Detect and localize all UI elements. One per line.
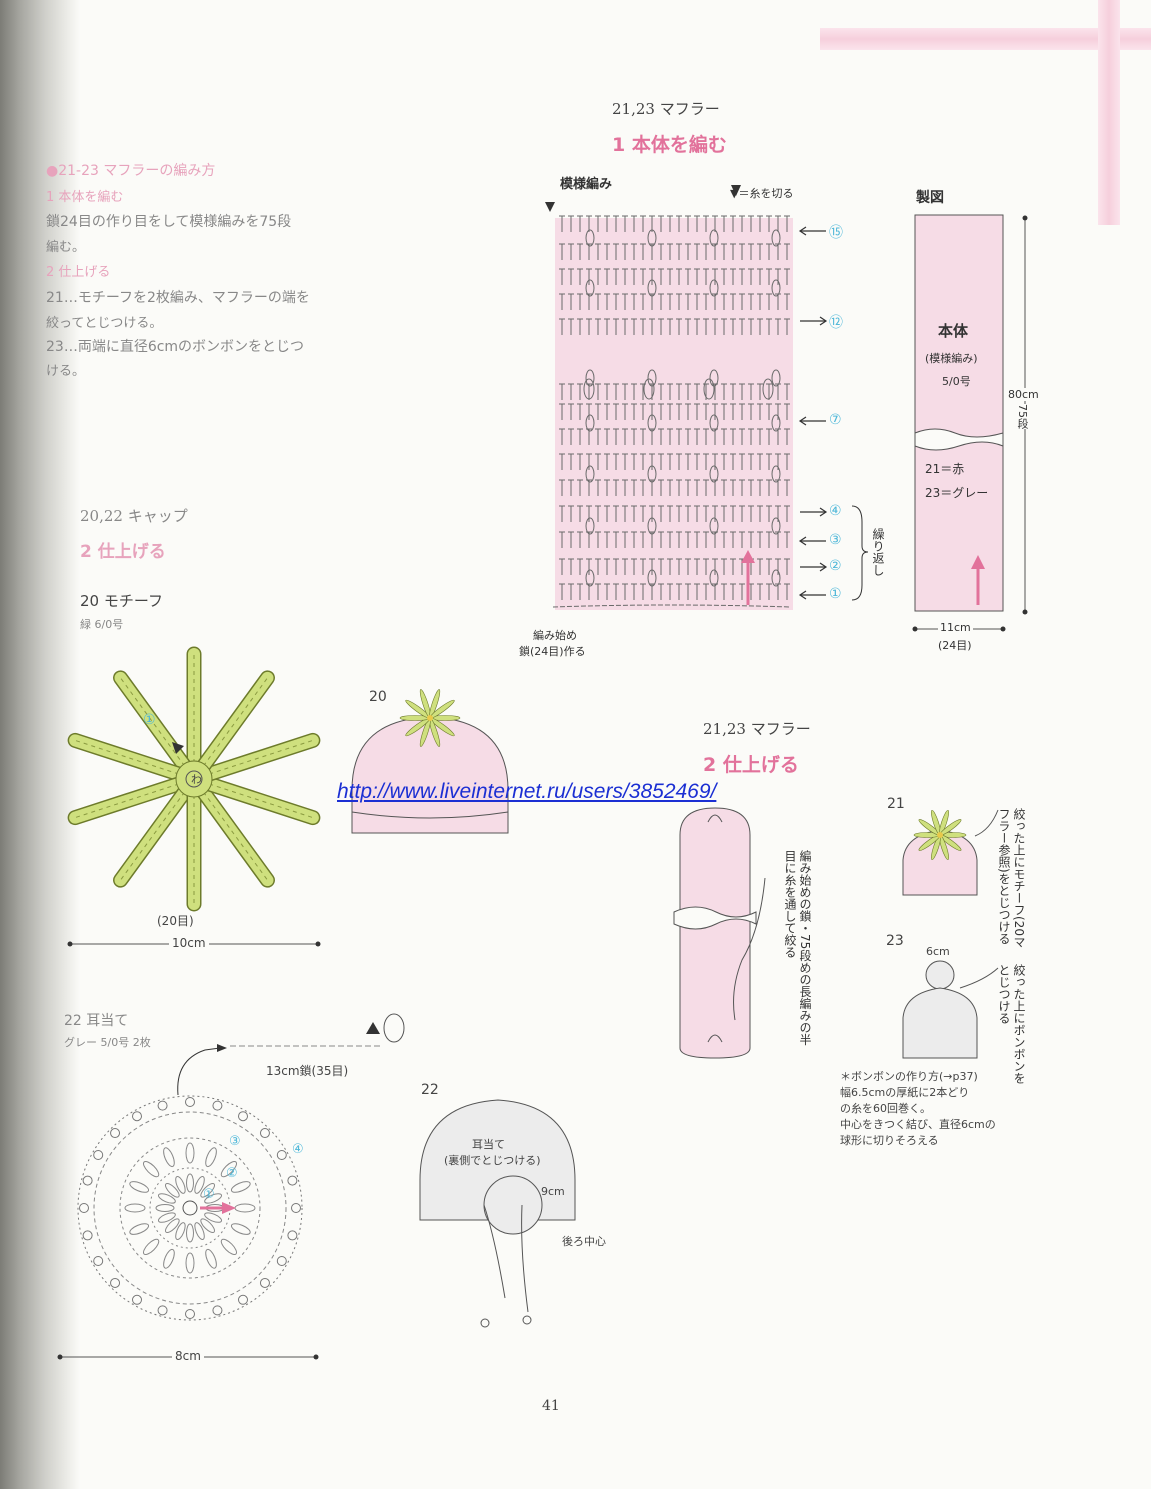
book-spine-shadow (0, 0, 80, 1489)
schematic-body-label: 本体 (938, 322, 969, 340)
cut-yarn-legend: ▼＝糸を切る (730, 187, 794, 200)
item-23-label: 23 (886, 933, 904, 949)
chart-row-72: ⑫ (829, 315, 843, 331)
schematic-rows: 75段 (1016, 404, 1029, 429)
item-21-note: 絞った上にモチーフ(20マフラー参照)をとじつける (997, 808, 1026, 948)
earflap-22-chart (57, 1013, 405, 1360)
motif-flower (67, 646, 321, 912)
muffler2-step-title: 2 仕上げる (703, 754, 799, 776)
cap22-back-center: 後ろ中心 (562, 1235, 606, 1248)
tube-note: 編み始めの鎖・75段めの長編みの半目に糸を通して絞る (783, 850, 812, 1046)
earflap-row-3: ③ (229, 1134, 241, 1149)
schematic-color-21: 21＝赤 (925, 462, 965, 476)
chart-row-7: ⑦ (829, 412, 842, 428)
instr-heading: ●21-23 マフラーの編み方 (46, 163, 216, 179)
muffler-21-end (902, 809, 999, 896)
motif-yarn: 緑 6/0号 (80, 618, 124, 631)
chart-row-3: ③ (829, 532, 842, 548)
schematic-width-stitches: (24目) (938, 639, 972, 652)
motif-title: 20 モチーフ (80, 592, 163, 610)
repeat-label: 繰り返し (871, 528, 885, 576)
motif-width: 10cm (169, 936, 209, 950)
instr-step2-text-1: 21…モチーフを2枚編み、マフラーの端を (46, 290, 310, 306)
cap20-label: 20 (369, 689, 387, 705)
instr-step2-text-2: 絞ってとじつける。 (46, 316, 163, 331)
cap-20-drawing (351, 689, 509, 834)
muffler1-step-title: 1 本体を編む (612, 134, 727, 156)
schematic-width: 11cm (938, 621, 973, 634)
muffler1-model-label: 21,23 マフラー (612, 100, 720, 118)
muffler-23-end (902, 960, 999, 1059)
cap22-note-2: (裏側でとじつける) (444, 1154, 541, 1167)
schematic-color-23: 23＝グレー (925, 486, 989, 500)
item-23-note: 絞った上にボンボンをとじつける (997, 964, 1026, 1084)
chart-row-4: ④ (829, 503, 842, 519)
schematic-title: 製図 (916, 190, 944, 206)
schematic-drawing (912, 214, 1028, 632)
schematic-hook: 5/0号 (942, 375, 971, 388)
instr-step2-text-4: ける。 (46, 364, 86, 379)
chart-start-label-1: 編み始め (533, 629, 577, 642)
earflap-row-2: ② (226, 1166, 238, 1181)
pompom-step-2: 幅6.5cmの厚紙に2本どり (840, 1086, 970, 1099)
cap22-dimension: 9cm (541, 1185, 565, 1198)
muffler-stitch-chart (545, 185, 869, 610)
chart-row-2: ② (829, 558, 842, 574)
pompom-step-1: ＊ボンボンの作り方(→p37) (840, 1070, 978, 1083)
pompom-step-5: 球形に切りそろえる (840, 1134, 939, 1147)
pompom-step-4: 中心をきつく結び、直径6cmの (840, 1118, 996, 1131)
earflap-row-4: ④ (292, 1142, 304, 1157)
instr-step2-title: 2 仕上げる (46, 265, 111, 280)
schematic-stitch: (模様編み) (925, 352, 978, 365)
cap22-note-1: 耳当て (472, 1138, 505, 1151)
earflap-width: 8cm (172, 1349, 204, 1363)
earflap-chain-label: 13cm鎖(35目) (266, 1064, 349, 1078)
instr-step2-text-3: 23…両端に直径6cmのボンボンをとじつ (46, 339, 305, 355)
chart-row-1: ① (829, 586, 842, 602)
item-21-label: 21 (887, 796, 905, 812)
chart-row-75: ⑮ (829, 225, 843, 241)
page-number: 41 (542, 1398, 560, 1414)
cap-model-label: 20,22 キャップ (80, 507, 188, 525)
chart-start-label-2: 鎖(24目)作る (519, 645, 586, 658)
muffler-tube-drawing (673, 807, 766, 1059)
cap22-label: 22 (421, 1082, 439, 1098)
earflap-yarn: グレー 5/0号 2枚 (64, 1036, 151, 1049)
corner-ribbon-horizontal (820, 28, 1151, 50)
instr-step1-title: 1 本体を編む (46, 190, 124, 205)
earflap-row-1: ① (203, 1187, 215, 1202)
corner-ribbon-vertical (1098, 0, 1120, 225)
motif-row-marker: ① (143, 712, 156, 728)
instr-step1-text-1: 鎖24目の作り目をして模様編みを75段 (46, 214, 292, 230)
motif-stitch-count: (20目) (157, 914, 194, 928)
muffler2-model-label: 21,23 マフラー (703, 720, 811, 738)
motif-center-ring: わ (191, 773, 202, 786)
pompom-step-3: の糸を60回巻く。 (840, 1102, 931, 1115)
cap-step-title: 2 仕上げる (80, 542, 166, 562)
item-23-dimension: 6cm (926, 945, 950, 958)
instr-step1-text-2: 編む。 (46, 240, 86, 255)
pattern-label: 模様編み (560, 177, 613, 192)
schematic-height: 80cm (1008, 388, 1039, 401)
cap-22-drawing (419, 1099, 576, 1328)
source-url-link[interactable]: http://www.liveinternet.ru/users/3852469… (337, 780, 717, 803)
earflap-title: 22 耳当て (64, 1013, 129, 1029)
